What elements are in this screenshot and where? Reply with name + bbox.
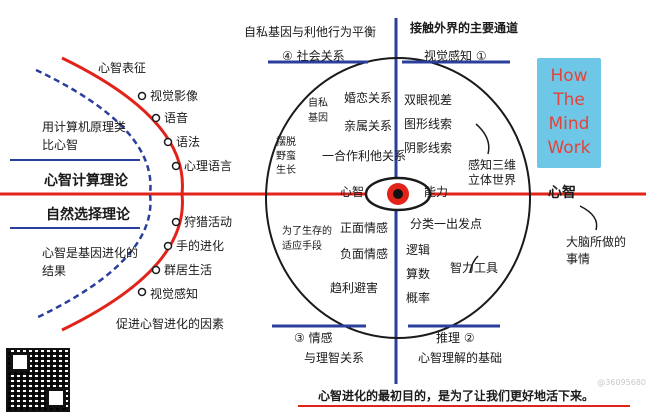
social-cooperation: 一合作利他关系 [322,149,407,163]
top-right-title: 接触外界的主要通道 [410,21,519,35]
gene-evolution-note: 心智是基因进化的结果 [42,246,139,278]
arc-title: 心智表征 [98,61,147,75]
emotion-seek-avoid: 趋利避害 [330,281,379,295]
conclusion-text: 心智进化的最初目的，是为了让我们更好地活下来。 [318,389,595,403]
vision-shape-cues: 图形线索 [404,117,453,131]
reasoning-logic: 逻辑 [406,243,431,257]
arc-mental-language: 心理语言 [184,159,233,173]
center-ability-label: 能力 [424,185,449,199]
emotion-sub: 与理智关系 [304,351,365,365]
social-label: ④ 社会关系 [282,49,345,63]
lower-hunting: 狩猎活动 [184,215,233,229]
reasoning-tools: 智力工具 [450,261,499,275]
qr-code [6,348,70,412]
emotion-adaptation: 为了生存的适应手段 [282,226,332,252]
reasoning-arithmetic: 算数 [406,267,431,281]
vision-3d-world: 感知三维立体世界 [468,158,517,187]
vision-shadow-cues: 阴影线索 [404,141,453,155]
top-left-title: 自私基因与利他行为平衡 [244,25,377,39]
reasoning-sub: 心智理解的基础 [418,351,503,365]
book-title-line-1: How [550,66,588,86]
social-kinship: 亲属关系 [344,119,393,133]
emotion-positive: 正面情感 [340,221,389,235]
arc-visual-image: 视觉影像 [150,89,199,103]
vision-binocular: 双眼视差 [404,93,453,107]
social-marriage: 婚恋关系 [344,91,393,105]
evolution-factors: 促进心智进化的因素 [116,317,225,331]
book-title-line-2: The [553,90,585,110]
social-escape: 摆脱野蛮生长 [276,137,296,176]
book-title-line-4: Work [547,138,591,158]
lower-hand-evolution: 手的进化 [176,239,225,253]
reasoning-label: 推理 ② [436,331,475,345]
right-mind-node: 心智 [548,185,576,201]
selection-theory: 自然选择理论 [46,207,130,223]
watermark-text: @36095680 [597,378,646,387]
emotion-negative: 负面情感 [340,247,389,261]
vision-label: 视觉感知 ① [424,49,487,63]
reasoning-classification: 分类一出发点 [410,217,483,231]
right-brain-note: 大脑所做的事情 [566,235,627,266]
arc-speech: 语音 [164,111,189,125]
computer-analogy-note: 用计算机原理类比心智 [42,120,127,152]
emotion-label: ③ 情感 [294,331,333,345]
lower-group-living: 群居生活 [164,263,213,277]
reasoning-probability: 概率 [406,291,431,305]
book-cover: How The Mind Work [537,58,601,168]
center-mind-label: 心智 [340,185,365,199]
arc-grammar: 语法 [176,135,201,149]
computing-theory: 心智计算理论 [44,173,128,189]
book-title-line-3: Mind [548,114,590,134]
social-selfish-gene: 自私基因 [308,98,328,124]
lower-visual-perception: 视觉感知 [150,287,199,301]
